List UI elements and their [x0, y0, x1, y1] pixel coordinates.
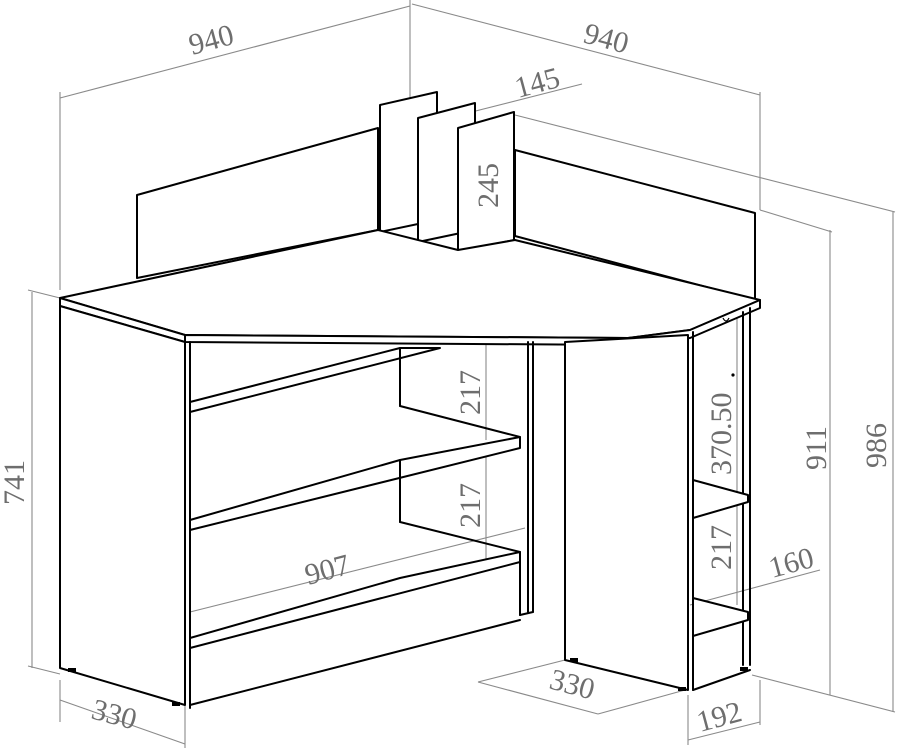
desk-object — [59, 91, 761, 709]
dim-right-shelf-spacing: 217 — [705, 525, 738, 570]
dim-shelf-spacing-upper: 217 — [454, 370, 487, 415]
dim-top-right-width: 940 — [580, 17, 632, 61]
shelf-middle — [189, 436, 521, 531]
shelf-upper — [189, 347, 441, 413]
right-shelf-lower — [692, 597, 749, 637]
dim-right-side-width: 192 — [693, 695, 745, 739]
dim-top-left-width: 940 — [185, 18, 237, 62]
dim-right-shelf-depth: 160 — [765, 541, 817, 585]
right-side-panel — [564, 334, 689, 691]
dim-divider-depth: 145 — [511, 61, 563, 105]
dim-left-depth: 330 — [88, 693, 140, 737]
left-side-panel — [59, 305, 186, 706]
dim-right-depth: 330 — [546, 663, 598, 707]
dim-right-inner-height: 370.50 — [705, 393, 738, 476]
dim-total-height: 986 — [860, 423, 893, 468]
dim-shelf-span: 907 — [301, 548, 353, 592]
dim-left-height: 741 — [0, 460, 31, 505]
right-shelf-upper — [692, 479, 749, 519]
dim-desk-height: 911 — [800, 426, 833, 470]
shelf-lower — [189, 551, 521, 649]
dim-divider-height: 245 — [472, 163, 505, 208]
dim-shelf-spacing-lower: 217 — [454, 483, 487, 528]
